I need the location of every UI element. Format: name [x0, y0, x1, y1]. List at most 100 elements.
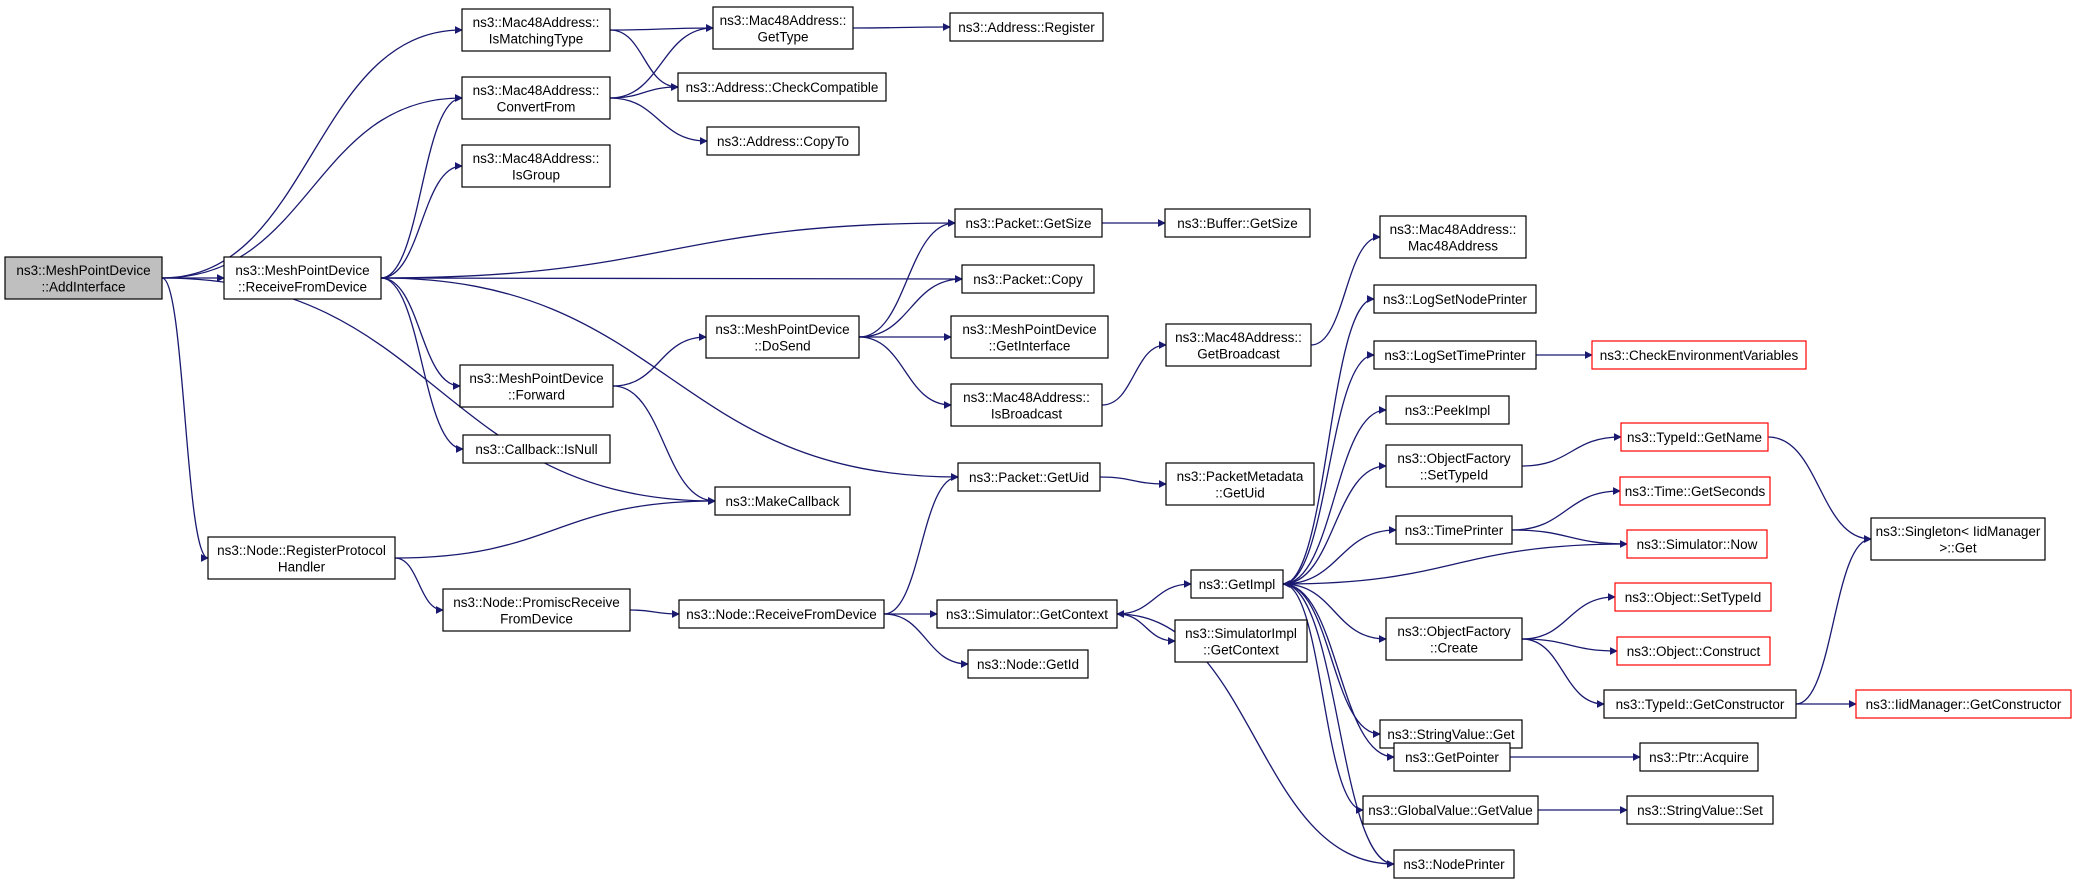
node-ns3-meshpointdevice-getinterface[interactable]: ns3::MeshPointDevice::GetInterface	[950, 315, 1109, 359]
node-ns3-stringvalue-set[interactable]: ns3::StringValue::Set	[1626, 795, 1774, 825]
node-ns3-meshpointdevice-receivefromdevice[interactable]: ns3::MeshPointDevice::ReceiveFromDevice	[223, 256, 382, 300]
node-ns3-getimpl[interactable]: ns3::GetImpl	[1190, 569, 1284, 599]
node-label: ::ReceiveFromDevice	[238, 279, 367, 294]
node-ns3-meshpointdevice-forward[interactable]: ns3::MeshPointDevice::Forward	[459, 364, 614, 408]
node-label: ns3::Callback::IsNull	[475, 442, 597, 457]
edge-n4-n14	[380, 277, 464, 453]
node-label: ns3::Mac48Address::	[473, 151, 600, 166]
node-ns3-mac48address-isgroup[interactable]: ns3::Mac48Address::IsGroup	[461, 144, 611, 188]
node-ns3-packetmetadata-getuid[interactable]: ns3::PacketMetadata::GetUid	[1165, 462, 1315, 506]
edge-n0-n6	[161, 277, 209, 562]
node-label: ns3::SimulatorImpl	[1185, 626, 1297, 641]
node-ns3-meshpointdevice-addinterface[interactable]: ns3::MeshPointDevice::AddInterface	[4, 256, 163, 300]
node-ns3-packet-getuid[interactable]: ns3::Packet::GetUid	[957, 462, 1101, 492]
node-box	[1855, 689, 2072, 719]
node-ns3-singleton-iidmanager-get[interactable]: ns3::Singleton< IidManager>::Get	[1870, 517, 2046, 561]
node-ns3-buffer-getsize[interactable]: ns3::Buffer::GetSize	[1164, 208, 1311, 238]
node-label: ns3::GetImpl	[1199, 577, 1276, 592]
node-ns3-callback-isnull[interactable]: ns3::Callback::IsNull	[462, 434, 611, 464]
edge-n13-n17	[612, 333, 707, 387]
node-label: ns3::ObjectFactory	[1397, 451, 1511, 466]
edge-n19-n20	[1101, 341, 1167, 406]
node-label: ns3::MeshPointDevice	[16, 263, 150, 278]
node-ns3-peekimpl[interactable]: ns3::PeekImpl	[1385, 395, 1510, 425]
edge-n34-n43	[1521, 593, 1616, 640]
node-label: ns3::MeshPointDevice	[235, 263, 369, 278]
edge-n1-n8	[609, 29, 679, 91]
node-label: ns3::Object::SetTypeId	[1625, 590, 1762, 605]
node-ns3-mac48address-gettype[interactable]: ns3::Mac48Address::GetType	[712, 6, 854, 50]
node-ns3-meshpointdevice-dosend[interactable]: ns3::MeshPointDevice::DoSend	[705, 315, 860, 359]
node-box	[1626, 529, 1768, 559]
node-ns3-simulator-getcontext[interactable]: ns3::Simulator::GetContext	[936, 599, 1118, 629]
node-box	[936, 599, 1118, 629]
node-label: ::GetInterface	[989, 338, 1071, 353]
node-box	[1620, 422, 1769, 452]
node-label: ns3::TimePrinter	[1405, 523, 1504, 538]
node-box	[1165, 462, 1315, 506]
node-ns3-packet-getsize[interactable]: ns3::Packet::GetSize	[954, 208, 1103, 238]
node-ns3-simulator-now[interactable]: ns3::Simulator::Now	[1626, 529, 1768, 559]
node-box	[712, 6, 854, 50]
node-label: ns3::GetPointer	[1405, 750, 1499, 765]
node-ns3-objectfactory-create[interactable]: ns3::ObjectFactory::Create	[1385, 617, 1523, 661]
node-ns3-iidmanager-getconstructor[interactable]: ns3::IidManager::GetConstructor	[1855, 689, 2072, 719]
node-box	[1393, 849, 1515, 879]
node-label: ns3::Buffer::GetSize	[1177, 216, 1298, 231]
node-box	[1395, 515, 1513, 545]
node-ns3-mac48address-ismatchingtype[interactable]: ns3::Mac48Address::IsMatchingType	[461, 8, 611, 52]
edge-n27-n36	[1282, 583, 1395, 761]
node-label: ns3::Node::RegisterProtocol	[217, 543, 386, 558]
edge-n27-n37	[1282, 583, 1364, 814]
node-box	[950, 383, 1103, 427]
node-label: ns3::Address::Register	[958, 20, 1095, 35]
node-ns3-node-receivefromdevice[interactable]: ns3::Node::ReceiveFromDevice	[678, 599, 885, 629]
node-ns3-ptr-acquire[interactable]: ns3::Ptr::Acquire	[1639, 742, 1759, 772]
node-label: ns3::MeshPointDevice	[469, 371, 603, 386]
edge-n2-n7	[609, 24, 714, 99]
node-ns3-address-register[interactable]: ns3::Address::Register	[949, 12, 1104, 42]
node-box	[1379, 215, 1527, 259]
node-ns3-object-construct[interactable]: ns3::Object::Construct	[1616, 636, 1771, 666]
node-ns3-logsettimeprinter[interactable]: ns3::LogSetTimePrinter	[1373, 340, 1537, 370]
node-box	[678, 599, 885, 629]
node-ns3-packet-copy[interactable]: ns3::Packet::Copy	[961, 264, 1095, 294]
node-ns3-typeid-getname[interactable]: ns3::TypeId::GetName	[1620, 422, 1769, 452]
node-ns3-mac48address-isbroadcast[interactable]: ns3::Mac48Address::IsBroadcast	[950, 383, 1103, 427]
node-ns3-simulatorimpl-getcontext[interactable]: ns3::SimulatorImpl::GetContext	[1174, 619, 1308, 663]
node-label: IsMatchingType	[489, 31, 584, 46]
node-ns3-address-checkcompatible[interactable]: ns3::Address::CheckCompatible	[677, 72, 887, 102]
node-ns3-mac48address-mac48address[interactable]: ns3::Mac48Address::Mac48Address	[1379, 215, 1527, 259]
node-ns3-makecallback[interactable]: ns3::MakeCallback	[714, 486, 851, 516]
node-ns3-checkenvironmentvariables[interactable]: ns3::CheckEnvironmentVariables	[1591, 340, 1807, 370]
node-label: ::GetContext	[1203, 642, 1279, 657]
node-ns3-mac48address-getbroadcast[interactable]: ns3::Mac48Address::GetBroadcast	[1165, 323, 1312, 367]
node-ns3-timeprinter[interactable]: ns3::TimePrinter	[1395, 515, 1513, 545]
node-box	[1385, 617, 1523, 661]
node-label: ns3::ObjectFactory	[1397, 624, 1511, 639]
node-ns3-time-getseconds[interactable]: ns3::Time::GetSeconds	[1619, 476, 1771, 506]
node-ns3-object-settypeid[interactable]: ns3::Object::SetTypeId	[1614, 582, 1772, 612]
node-ns3-address-copyto[interactable]: ns3::Address::CopyTo	[706, 126, 860, 156]
node-label: ns3::Simulator::GetContext	[946, 607, 1108, 622]
node-ns3-objectfactory-settypeid[interactable]: ns3::ObjectFactory::SetTypeId	[1385, 444, 1523, 488]
edge-n27-n32	[1282, 462, 1387, 585]
node-box	[1616, 636, 1771, 666]
node-label: >::Get	[1939, 540, 1976, 555]
edge-n4-n13	[380, 277, 461, 390]
edge-n34-n44	[1521, 638, 1618, 655]
node-ns3-nodeprinter[interactable]: ns3::NodePrinter	[1393, 849, 1515, 879]
node-ns3-typeid-getconstructor[interactable]: ns3::TypeId::GetConstructor	[1603, 689, 1797, 719]
node-box	[1362, 795, 1539, 825]
node-ns3-globalvalue-getvalue[interactable]: ns3::GlobalValue::GetValue	[1362, 795, 1539, 825]
node-ns3-node-getid[interactable]: ns3::Node::GetId	[967, 649, 1089, 679]
node-label: ns3::StringValue::Get	[1387, 727, 1515, 742]
node-ns3-getpointer[interactable]: ns3::GetPointer	[1393, 742, 1511, 772]
edge-n27-n34	[1282, 583, 1387, 643]
node-ns3-mac48address-convertfrom[interactable]: ns3::Mac48Address::ConvertFrom	[461, 76, 611, 120]
node-ns3-logsetnodeprinter[interactable]: ns3::LogSetNodePrinter	[1373, 284, 1537, 314]
edge-n0-n5	[161, 277, 716, 505]
